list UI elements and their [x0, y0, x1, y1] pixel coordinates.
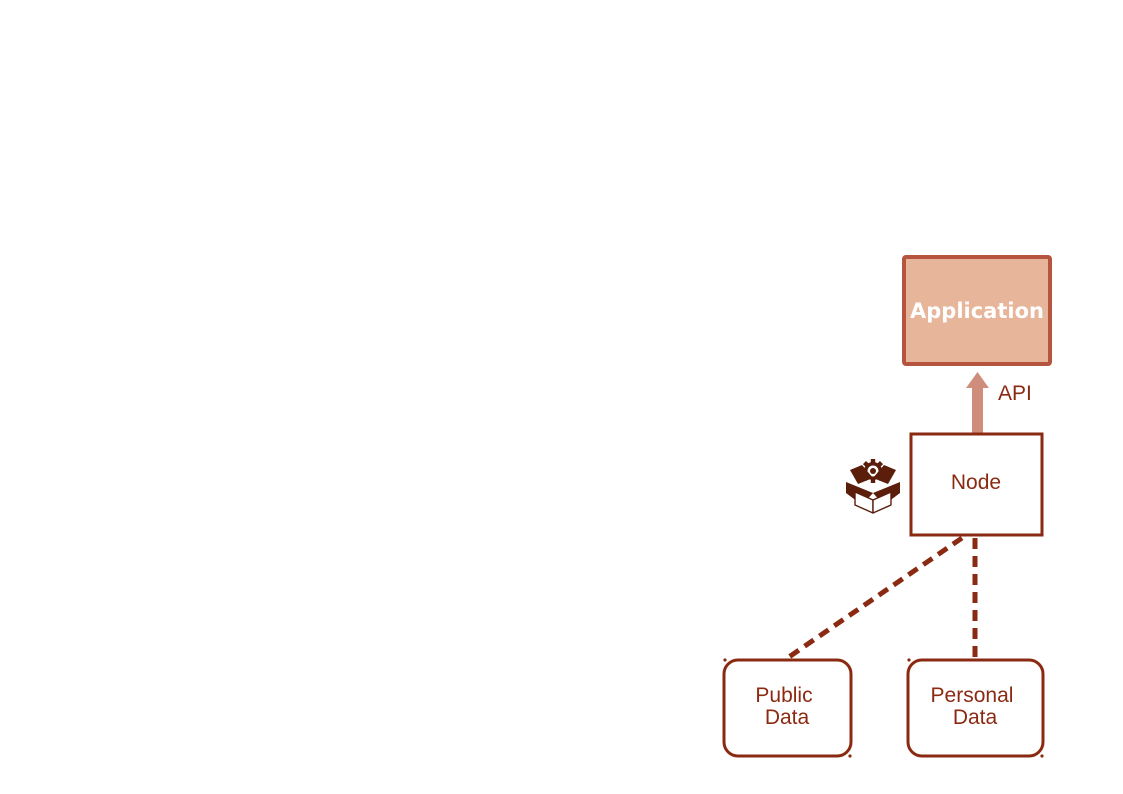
application-box[interactable]: Application — [902, 255, 1052, 366]
personal-data-label-line2: Data — [953, 706, 998, 729]
api-arrow — [966, 372, 989, 434]
public-data-box[interactable]: Public Data — [722, 658, 853, 758]
open-box-gear-icon — [846, 459, 900, 514]
personal-data-box[interactable]: Personal Data — [906, 658, 1045, 758]
api-label: API — [998, 382, 1032, 405]
node-to-public-data-connector — [784, 535, 964, 662]
public-data-label-line2: Data — [765, 706, 810, 729]
application-label: Application — [910, 299, 1044, 323]
node-box[interactable]: Node — [909, 432, 1044, 537]
public-data-label-line1: Public — [755, 684, 812, 707]
node-label: Node — [951, 471, 1001, 494]
personal-data-label-line1: Personal — [931, 684, 1014, 707]
